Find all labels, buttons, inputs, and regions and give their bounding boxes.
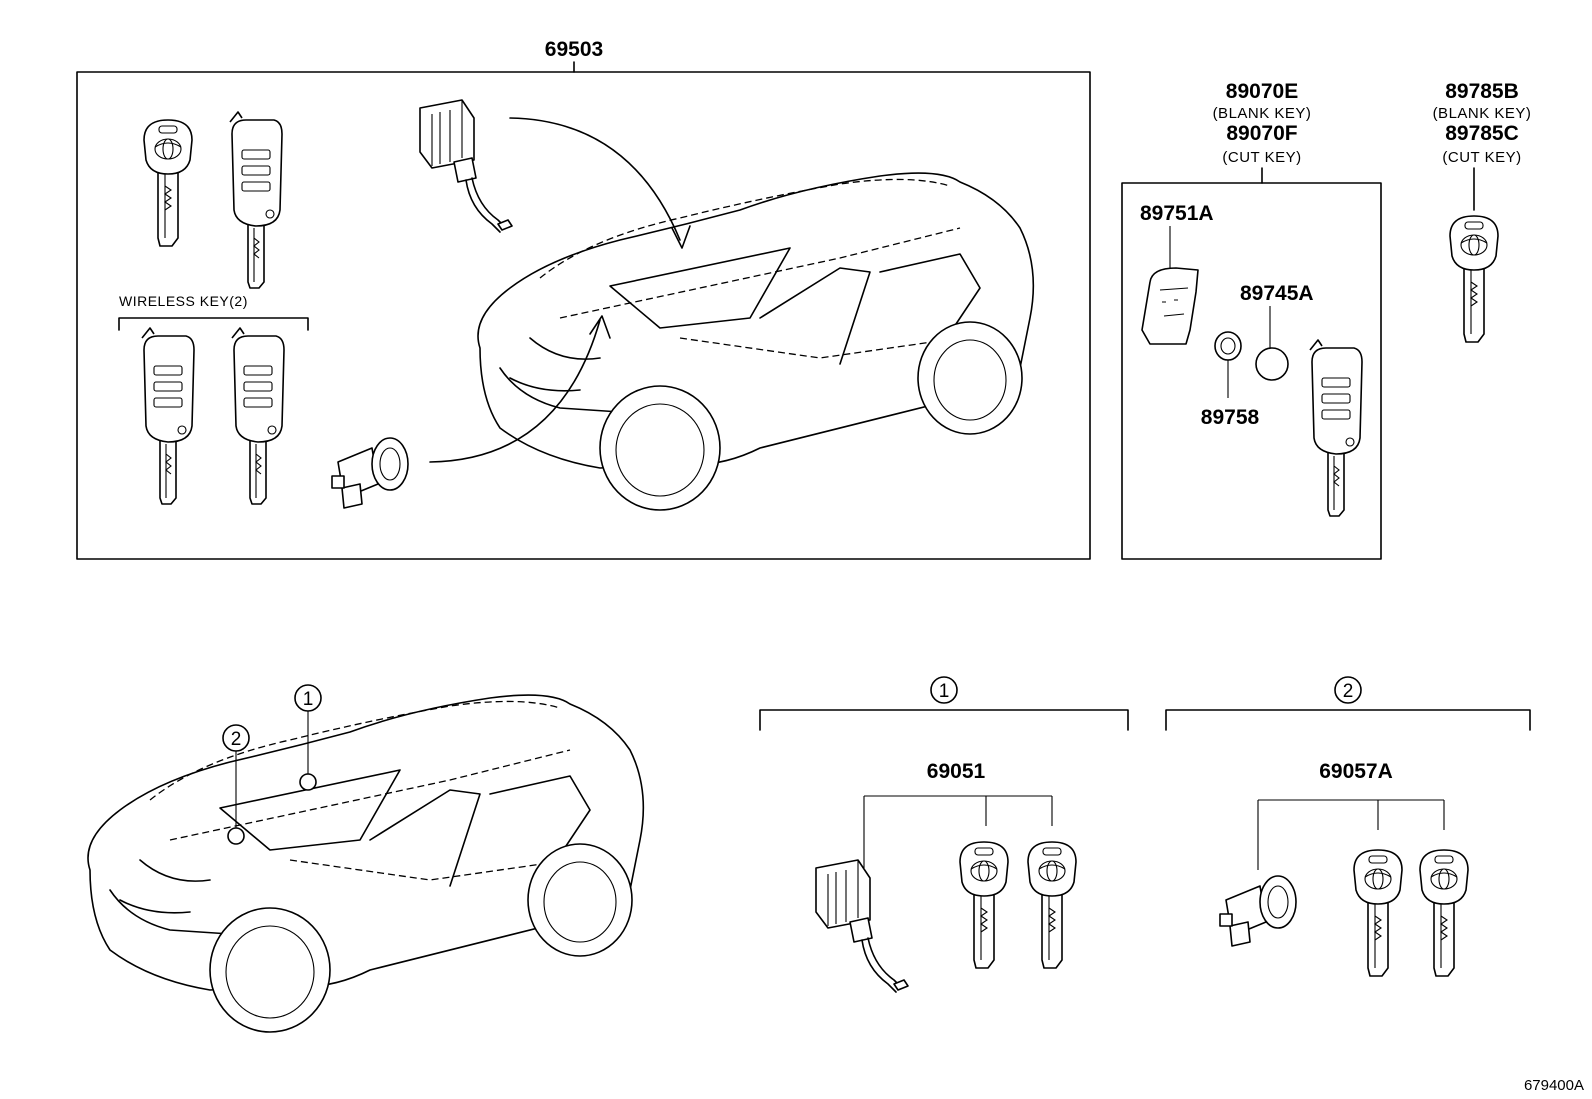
set-2-marker <box>1334 676 1362 704</box>
transponder-key-icon <box>1449 215 1499 343</box>
key-kit-cut-note: (CUT KEY) <box>1222 149 1301 166</box>
transponder-cut-part: 89785C <box>1445 122 1519 145</box>
transponder-blank-part: 89785B <box>1445 80 1519 103</box>
door-lock-cylinder-icon <box>331 437 409 509</box>
set-1-key-1-icon <box>959 841 1009 969</box>
wireless-key-2-icon <box>231 327 285 505</box>
set-1-key-2-icon <box>1027 841 1077 969</box>
set-2-key-2-icon <box>1419 849 1469 977</box>
main-assembly-frame <box>76 71 1091 560</box>
key-kit-flip-key-icon <box>1309 339 1363 517</box>
wireless-key-label: WIRELESS KEY(2) <box>119 293 248 309</box>
illustration-code: 679400A <box>1524 1077 1584 1094</box>
set-2-door-cylinder-icon <box>1219 875 1297 947</box>
ignition-lock-icon <box>419 99 513 233</box>
cover-part-number: 89751A <box>1140 202 1214 225</box>
svg-text:2: 2 <box>231 729 242 750</box>
transponder-blank-note: (BLANK KEY) <box>1433 105 1532 122</box>
key-kit-blank-part: 89070E <box>1226 80 1298 103</box>
main-key-top-left-icon <box>143 119 193 247</box>
main-assembly-part-number: 69503 <box>545 38 603 61</box>
set-1-part-number: 69051 <box>927 760 986 783</box>
key-cover-icon <box>1141 267 1199 345</box>
cap-part-number: 89758 <box>1201 406 1260 429</box>
key-kit-blank-note: (BLANK KEY) <box>1213 105 1312 122</box>
svg-text:1: 1 <box>939 681 950 702</box>
vehicle-illustration-main <box>477 172 1035 511</box>
set-2-key-1-icon <box>1353 849 1403 977</box>
cap-icon <box>1214 331 1242 361</box>
set-1-marker <box>930 676 958 704</box>
svg-text:1: 1 <box>303 689 314 710</box>
wireless-key-1-icon <box>141 327 195 505</box>
battery-icon <box>1255 347 1289 381</box>
arrow-cylinder-to-car <box>429 319 601 463</box>
key-kit-cut-part: 89070F <box>1226 122 1297 145</box>
battery-part-number: 89745A <box>1240 282 1314 305</box>
set-2-part-number: 69057A <box>1319 760 1393 783</box>
svg-text:2: 2 <box>1343 681 1354 702</box>
key-kit-frame <box>1121 182 1382 560</box>
set-1-ignition-lock-icon <box>815 859 909 993</box>
transponder-cut-note: (CUT KEY) <box>1442 149 1521 166</box>
vehicle-illustration-location <box>87 694 645 1033</box>
main-flip-key-top-icon <box>229 111 283 289</box>
arrow-ignition-to-car <box>509 117 681 241</box>
